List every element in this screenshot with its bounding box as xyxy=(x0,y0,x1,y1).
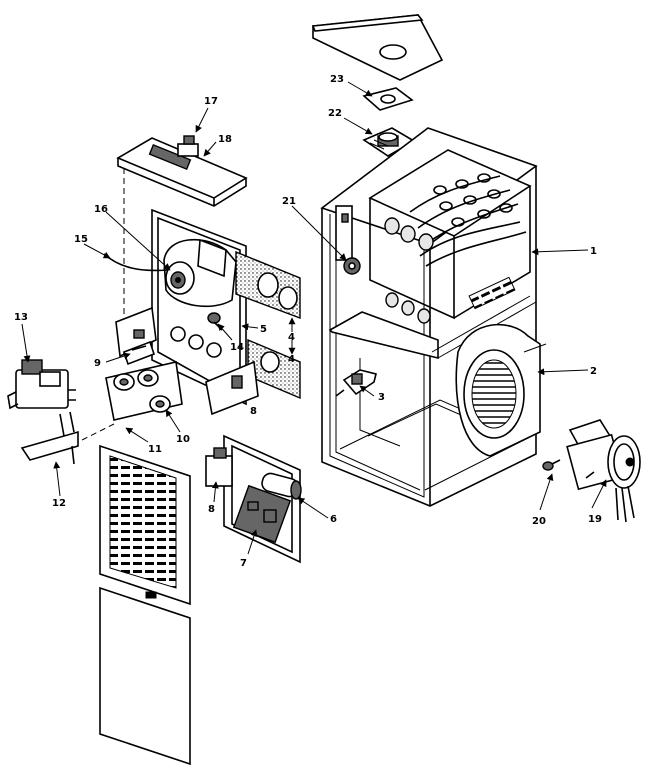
callout-9: 9 xyxy=(94,358,101,369)
gas-pipe xyxy=(20,411,79,465)
rollout-bracket xyxy=(205,360,259,416)
blower-motor xyxy=(542,419,641,523)
callout-leaders xyxy=(21,81,607,555)
heat-exchanger xyxy=(368,149,532,324)
callout-4-lower: 4 xyxy=(288,354,295,365)
callout-labels: 1 2 3 4 4 5 6 7 8 8 9 10 11 12 13 14 15 … xyxy=(14,74,602,569)
lower-access-door xyxy=(99,586,191,766)
callout-20: 20 xyxy=(532,516,546,527)
control-board-box xyxy=(223,434,301,564)
callout-19: 19 xyxy=(588,514,602,525)
callout-23: 23 xyxy=(330,74,344,85)
callout-3: 3 xyxy=(378,392,385,403)
capacitor xyxy=(261,472,302,500)
pressure-switch xyxy=(177,135,199,157)
hot-surface-igniter xyxy=(122,340,156,366)
callout-11: 11 xyxy=(148,444,162,455)
callout-1: 1 xyxy=(590,246,597,257)
callout-22: 22 xyxy=(328,108,342,119)
gas-valve xyxy=(7,359,76,410)
callout-6: 6 xyxy=(330,514,337,525)
inducer-gasket xyxy=(235,250,301,320)
callout-18: 18 xyxy=(218,134,232,145)
draft-inducer xyxy=(163,238,237,308)
gas-manifold xyxy=(105,361,183,421)
limit-control xyxy=(335,205,361,275)
upper-access-door xyxy=(99,444,191,606)
callout-12: 12 xyxy=(52,498,66,509)
callout-21: 21 xyxy=(282,196,296,207)
transformer xyxy=(205,447,233,487)
dashed-guide-pipe xyxy=(81,423,115,441)
callout-2: 2 xyxy=(590,366,597,377)
callout-8-upper: 8 xyxy=(250,406,257,417)
callout-13: 13 xyxy=(14,312,28,323)
callout-16: 16 xyxy=(94,204,108,215)
callout-7: 7 xyxy=(240,558,247,569)
callout-4-upper: 4 xyxy=(288,332,295,343)
callout-15: 15 xyxy=(74,234,88,245)
blower-assembly xyxy=(455,323,547,457)
callout-8-lower: 8 xyxy=(208,504,215,515)
callout-10: 10 xyxy=(176,434,190,445)
burner-bracket xyxy=(335,369,377,397)
inducer-top-cover xyxy=(116,137,248,207)
top-panel xyxy=(311,14,444,81)
flue-gasket xyxy=(362,87,414,111)
callout-17: 17 xyxy=(204,96,218,107)
callout-14: 14 xyxy=(230,342,244,353)
callout-5: 5 xyxy=(260,324,267,335)
